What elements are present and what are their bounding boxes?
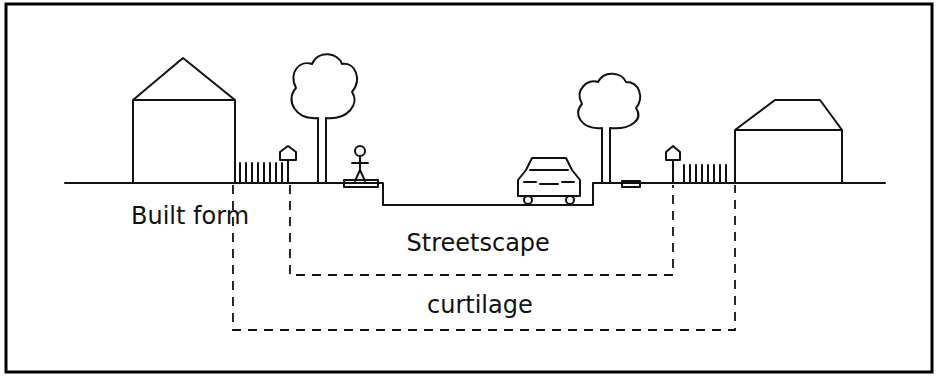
left-mailbox xyxy=(280,146,296,183)
curtilage-label: curtilage xyxy=(427,292,533,318)
curtilage-bracket xyxy=(233,185,735,330)
right-house xyxy=(735,100,842,183)
person-head xyxy=(355,146,365,156)
person xyxy=(352,156,368,181)
left-house xyxy=(133,58,235,183)
car xyxy=(518,158,580,196)
frame xyxy=(6,4,932,372)
right-fence xyxy=(684,165,726,183)
right-tree xyxy=(578,74,640,183)
left-tree xyxy=(292,54,357,183)
sidewalk-slab xyxy=(344,180,378,187)
driveway-slab xyxy=(622,181,640,187)
car-wheel xyxy=(566,196,574,204)
built-form-label: Built form xyxy=(131,203,249,229)
left-fence xyxy=(240,163,282,183)
ground-line xyxy=(65,183,885,205)
right-mailbox xyxy=(666,146,680,183)
streetscape-bracket xyxy=(290,185,673,275)
streetscape-label: Streetscape xyxy=(407,230,550,256)
car-wheel xyxy=(524,196,532,204)
